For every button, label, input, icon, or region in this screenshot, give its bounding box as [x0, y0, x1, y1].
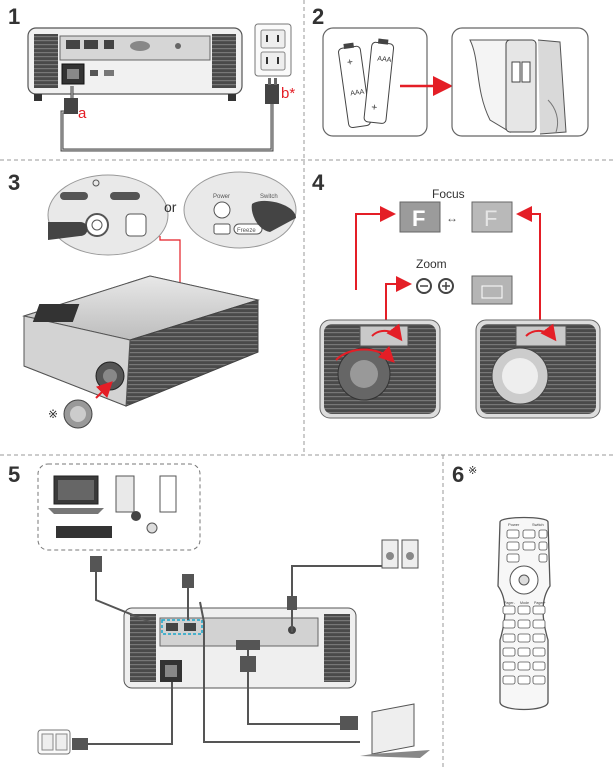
- remote-switch-label: Switch: [260, 194, 278, 200]
- focus-f-sharp: F: [412, 206, 425, 231]
- svg-text:↔: ↔: [446, 211, 458, 225]
- panel-5-connections: [37, 463, 430, 758]
- step-number-1: 1: [8, 4, 20, 29]
- step-number-6: 6: [452, 462, 464, 487]
- remote-row-label-1: Pager-: [504, 601, 516, 605]
- focus-label: Focus: [432, 187, 465, 201]
- panel-3-power-on: or Power Switch Freeze ※: [22, 171, 297, 429]
- remote-row-label-3: Pager+: [534, 601, 546, 605]
- step-number-5: 5: [8, 462, 20, 487]
- remote-row-label-2: Mode: [520, 601, 529, 605]
- svg-text:AAA: AAA: [377, 56, 392, 64]
- focus-f-blurred: F: [484, 206, 497, 231]
- step-number-3: 3: [8, 170, 20, 195]
- note-mark: ※: [48, 407, 58, 421]
- remote-power-label: Power: [213, 194, 230, 200]
- panel-2-batteries: + AAA AAA +: [322, 27, 589, 137]
- remote-freeze-label: Freeze: [237, 228, 256, 234]
- svg-text:AAA: AAA: [350, 89, 365, 98]
- remote-top-label-1: Power: [508, 522, 520, 527]
- step-number-2: 2: [312, 4, 324, 29]
- panel-4-focus-zoom: Focus F ↔ F Zoom: [319, 187, 601, 419]
- laptop: [371, 703, 415, 755]
- svg-text:+: +: [371, 102, 378, 114]
- step6-note-mark: ※: [468, 465, 477, 477]
- or-text: or: [164, 199, 177, 215]
- step-number-4: 4: [312, 170, 325, 195]
- label-a: a: [78, 105, 87, 122]
- remote-battery-compartment: [505, 39, 537, 133]
- power-button-icon: [85, 213, 109, 237]
- zoom-label: Zoom: [416, 257, 447, 271]
- remote-top-label-2: Switch: [532, 522, 544, 527]
- panel-1-power-connection: a b*: [27, 23, 295, 152]
- keypad-zoom-bubble: [47, 174, 169, 256]
- panel-6-remote-control: Power Switch Pager- Mode Pager+: [497, 516, 551, 711]
- label-b: b*: [281, 85, 295, 102]
- svg-text:+: +: [346, 57, 353, 69]
